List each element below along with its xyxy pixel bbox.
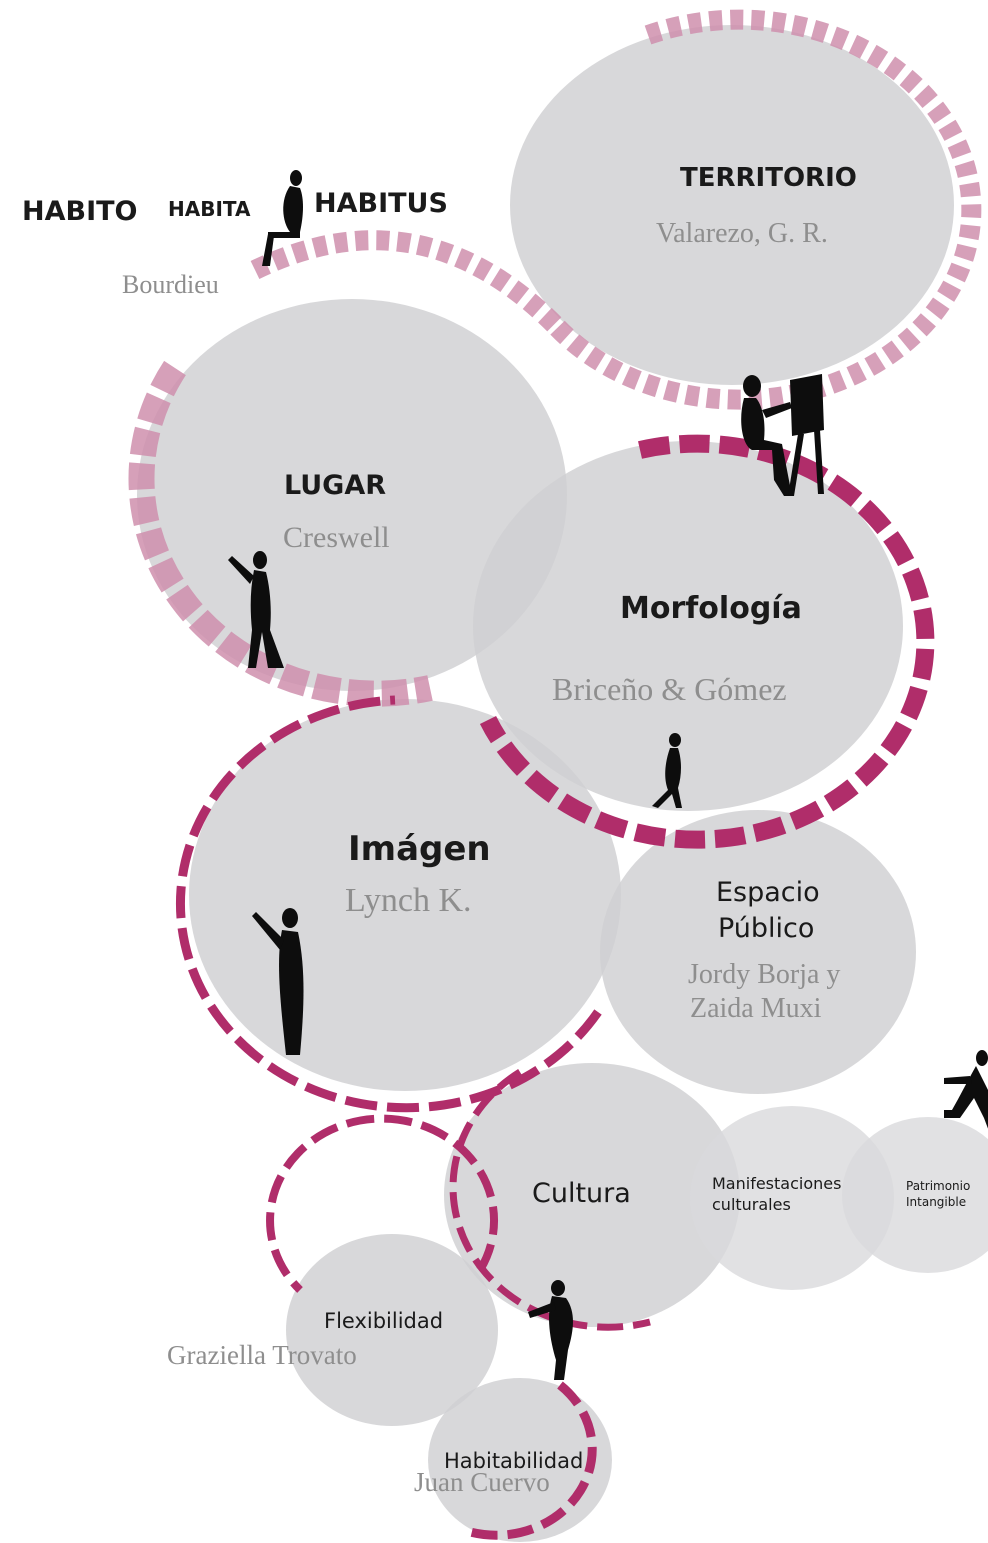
node-labels: TERRITORIO Valarezo, G. R. LUGAR Creswel… <box>167 163 970 1497</box>
patrimonio-label-line2: Intangible <box>906 1195 966 1209</box>
human-figures <box>228 170 988 1380</box>
morfologia-circle <box>473 441 903 811</box>
cultura-circle <box>444 1063 740 1327</box>
flexibilidad-circle <box>286 1234 498 1426</box>
manifestaciones-circle <box>690 1106 894 1290</box>
painter-person-icon <box>741 374 824 496</box>
circle-fills <box>137 25 988 1542</box>
cultura-ring <box>449 1069 651 1331</box>
climbing-person-icon <box>528 1280 573 1380</box>
lugar-ring <box>128 360 433 707</box>
territorio-circle <box>510 25 954 385</box>
patrimonio-label-line1: Patrimonio <box>906 1179 970 1193</box>
walking-person-icon <box>652 733 682 808</box>
waving-person-icon <box>252 908 304 1055</box>
flexibilidad-label: Flexibilidad <box>324 1309 443 1333</box>
pointing-person-icon <box>228 551 284 668</box>
manifestaciones-label-line2: culturales <box>712 1195 791 1214</box>
cultura-label: Cultura <box>532 1178 631 1209</box>
imagen-ring <box>175 695 602 1113</box>
espacio-publico-author-line1: Jordy Borja y <box>688 959 840 990</box>
sitting-person-icon <box>262 170 303 266</box>
habitabilidad-ring <box>468 1381 597 1540</box>
morfologia-author: Briceño & Gómez <box>552 671 787 707</box>
espacio-publico-label-line2: Público <box>718 913 814 944</box>
lugar-label: LUGAR <box>284 470 386 501</box>
espacio-publico-label-line1: Espacio <box>716 877 820 908</box>
habitus-label: HABITUS <box>314 188 448 219</box>
lugar-author: Creswell <box>283 521 390 554</box>
imagen-label: Imágen <box>348 829 491 869</box>
territorio-label: TERRITORIO <box>680 163 857 193</box>
jumping-person-icon <box>944 1050 988 1129</box>
bourdieu-arc <box>250 230 563 333</box>
manifestaciones-label-line1: Manifestaciones <box>712 1174 841 1193</box>
header-labels: HABITO HABITA HABITUS Bourdieu <box>22 188 448 299</box>
dashed-rings <box>128 9 982 1540</box>
flexibilidad-author: Graziella Trovato <box>167 1340 357 1370</box>
morfologia-label: Morfología <box>620 591 802 626</box>
flexibilidad-ring <box>266 1114 498 1293</box>
espacio-publico-circle <box>600 810 916 1094</box>
habitabilidad-label: Habitabilidad <box>444 1449 583 1473</box>
imagen-author: Lynch K. <box>345 882 472 919</box>
espacio-publico-author-line2: Zaida Muxi <box>690 993 822 1024</box>
lugar-circle <box>137 299 567 691</box>
territorio-ring <box>547 9 982 410</box>
habitabilidad-circle <box>428 1378 612 1542</box>
habitabilidad-author: Juan Cuervo <box>414 1467 550 1497</box>
territorio-author: Valarezo, G. R. <box>656 218 828 249</box>
morfologia-ring <box>479 434 935 849</box>
habita-label: HABITA <box>168 197 251 221</box>
bourdieu-author: Bourdieu <box>122 270 219 299</box>
habito-label: HABITO <box>22 196 138 227</box>
patrimonio-circle <box>842 1117 988 1273</box>
